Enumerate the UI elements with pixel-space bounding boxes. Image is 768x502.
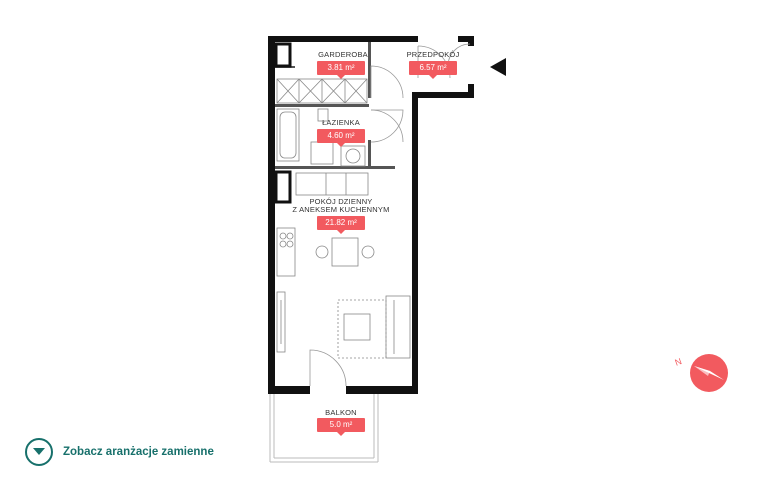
alternative-layouts-label: Zobacz aranżacje zamienne [63, 446, 214, 458]
area-badge-balkon: 5.0 m² [317, 418, 365, 436]
balcony-outline [269, 392, 379, 463]
area-badge-przedpokoj: 6.57 m² [409, 61, 457, 79]
entrance-arrow-icon [490, 58, 506, 76]
room-name-pokoj-line2: Z ANEKSEM KUCHENNYM [292, 205, 390, 214]
chevron-down-icon [25, 438, 53, 466]
room-name-garderoba: GARDEROBA [318, 50, 368, 59]
area-badge-lazienka: 4.60 m² [317, 129, 365, 147]
area-badge-pokoj: 21.82 m² [317, 216, 365, 234]
closet-niche [274, 42, 292, 68]
wardrobe-shelving [276, 78, 368, 104]
alternative-layouts-link[interactable]: Zobacz aranżacje zamienne [25, 436, 214, 468]
dining-table [315, 237, 375, 267]
compass-icon [690, 354, 728, 392]
room-name-przedpokoj: PRZEDPOKÓJ [406, 50, 460, 59]
kitchen-fixtures [274, 170, 369, 277]
room-name-balkon: BALKON [325, 408, 357, 417]
room-name-lazienka: ŁAZIENKA [322, 118, 360, 127]
living-furniture [276, 291, 411, 359]
area-badge-garderoba: 3.81 m² [317, 61, 365, 79]
room-name-pokoj-line1: POKÓJ DZIENNY [309, 197, 373, 206]
outer-walls [268, 36, 474, 394]
